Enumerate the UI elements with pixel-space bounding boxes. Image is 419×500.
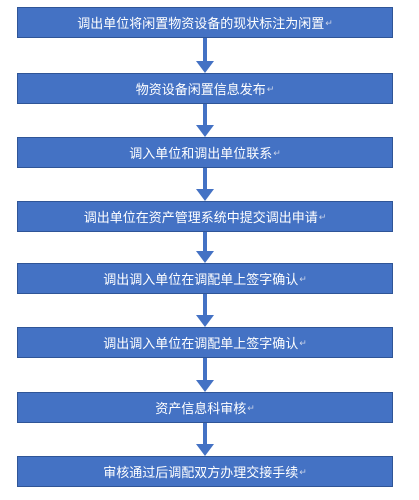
paragraph-mark-icon: ↵ bbox=[247, 403, 255, 414]
step-box-3: 调入单位和调出单位联系↵ bbox=[17, 137, 393, 168]
arrow-down-icon bbox=[196, 358, 214, 392]
arrow-down-icon bbox=[196, 423, 214, 456]
step-label-3: 调入单位和调出单位联系 bbox=[129, 147, 273, 162]
step-label-4: 调出单位在资产管理系统中提交调出申请 bbox=[83, 211, 318, 226]
step-label-6: 调出调入单位在调配单上签字确认 bbox=[103, 337, 299, 352]
paragraph-mark-icon: ↵ bbox=[318, 212, 327, 223]
step-label-7: 资产信息科审核 bbox=[155, 402, 247, 417]
step-label-5: 调出调入单位在调配单上签字确认 bbox=[103, 273, 299, 288]
step-label-8: 审核通过后调配双方办理交接手续 bbox=[103, 466, 299, 481]
step-box-1: 调出单位将闲置物资设备的现状标注为闲置↵ bbox=[17, 7, 393, 38]
arrow-down-icon bbox=[196, 232, 214, 263]
step-box-7: 资产信息科审核↵ bbox=[17, 392, 393, 423]
step-box-4: 调出单位在资产管理系统中提交调出申请↵ bbox=[17, 201, 393, 232]
paragraph-mark-icon: ↵ bbox=[273, 148, 281, 159]
step-box-8: 审核通过后调配双方办理交接手续↵ bbox=[17, 456, 393, 487]
step-box-2: 物资设备闲置信息发布↵ bbox=[17, 73, 393, 104]
paragraph-mark-icon: ↵ bbox=[299, 467, 307, 478]
arrow-down-icon bbox=[196, 168, 214, 201]
arrow-down-icon bbox=[196, 294, 214, 327]
paragraph-mark-icon: ↵ bbox=[299, 338, 307, 349]
paragraph-mark-icon: ↵ bbox=[266, 84, 275, 95]
arrow-down-icon bbox=[196, 38, 214, 73]
step-label-2: 物资设备闲置信息发布 bbox=[135, 83, 266, 98]
step-box-6: 调出调入单位在调配单上签字确认↵ bbox=[17, 327, 393, 358]
step-box-5: 调出调入单位在调配单上签字确认↵ bbox=[17, 263, 393, 294]
paragraph-mark-icon: ↵ bbox=[325, 18, 333, 29]
step-label-1: 调出单位将闲置物资设备的现状标注为闲置 bbox=[77, 17, 325, 32]
paragraph-mark-icon: ↵ bbox=[299, 274, 307, 285]
arrow-down-icon bbox=[196, 104, 214, 137]
